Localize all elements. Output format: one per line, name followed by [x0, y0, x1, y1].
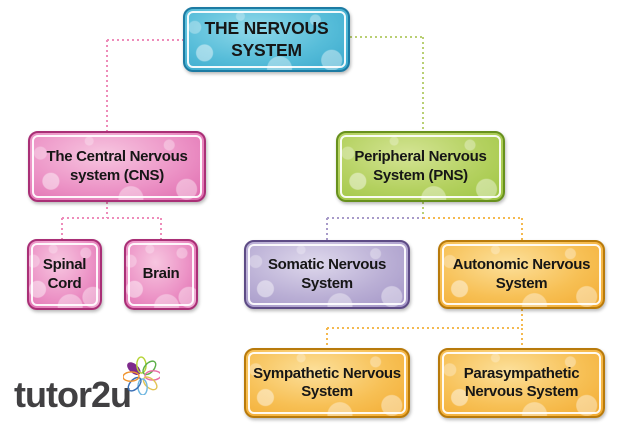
node-parasympathetic-nervous-system: Parasympathetic Nervous System [438, 348, 605, 418]
node-label: Sympathetic Nervous System [253, 364, 401, 400]
node-label: Spinal Cord [42, 256, 87, 292]
connector-autonomic-parasympathetic-v [521, 328, 523, 348]
node-peripheral-nervous-system: Peripheral Nervous System (PNS) [336, 131, 505, 202]
connector-autonomic-stub [521, 309, 523, 328]
node-sympathetic-nervous-system: Sympathetic Nervous System [244, 348, 410, 418]
connector-pns-autonomic-h [423, 217, 522, 219]
connector-pns-somatic-h [327, 217, 423, 219]
flower-icon [123, 356, 160, 395]
connector-cns-stub [106, 202, 108, 218]
connector-pns-somatic-v [326, 218, 328, 240]
connector-cns-brain-v [160, 218, 162, 239]
connector-autonomic-children-h [327, 327, 522, 329]
connector-autonomic-sympathetic-v [326, 328, 328, 348]
tutor2u-logo-text: tutor2u [14, 374, 132, 415]
node-label: THE NERVOUS SYSTEM [204, 18, 329, 60]
connector-root-cns-h [107, 39, 183, 41]
connector-cns-children-h [62, 217, 162, 219]
node-autonomic-nervous-system: Autonomic Nervous System [438, 240, 605, 309]
node-label: Brain [142, 265, 180, 283]
node-somatic-nervous-system: Somatic Nervous System [244, 240, 410, 309]
connector-pns-stub [422, 202, 424, 218]
node-central-nervous-system: The Central Nervous system (CNS) [28, 131, 206, 202]
node-label: Parasympathetic Nervous System [463, 364, 580, 400]
node-label: The Central Nervous system (CNS) [46, 148, 188, 184]
connector-root-pns-h [350, 36, 424, 38]
node-label: Peripheral Nervous System (PNS) [354, 148, 487, 184]
node-brain: Brain [124, 239, 198, 310]
node-nervous-system: THE NERVOUS SYSTEM [183, 7, 350, 72]
connector-pns-autonomic-v [521, 218, 523, 240]
connector-cns-spinal-v [61, 218, 63, 239]
connector-root-cns-v [106, 40, 108, 131]
node-spinal-cord: Spinal Cord [27, 239, 102, 310]
node-label: Somatic Nervous System [267, 256, 387, 292]
connector-root-pns-v [422, 37, 424, 131]
node-label: Autonomic Nervous System [452, 256, 591, 292]
